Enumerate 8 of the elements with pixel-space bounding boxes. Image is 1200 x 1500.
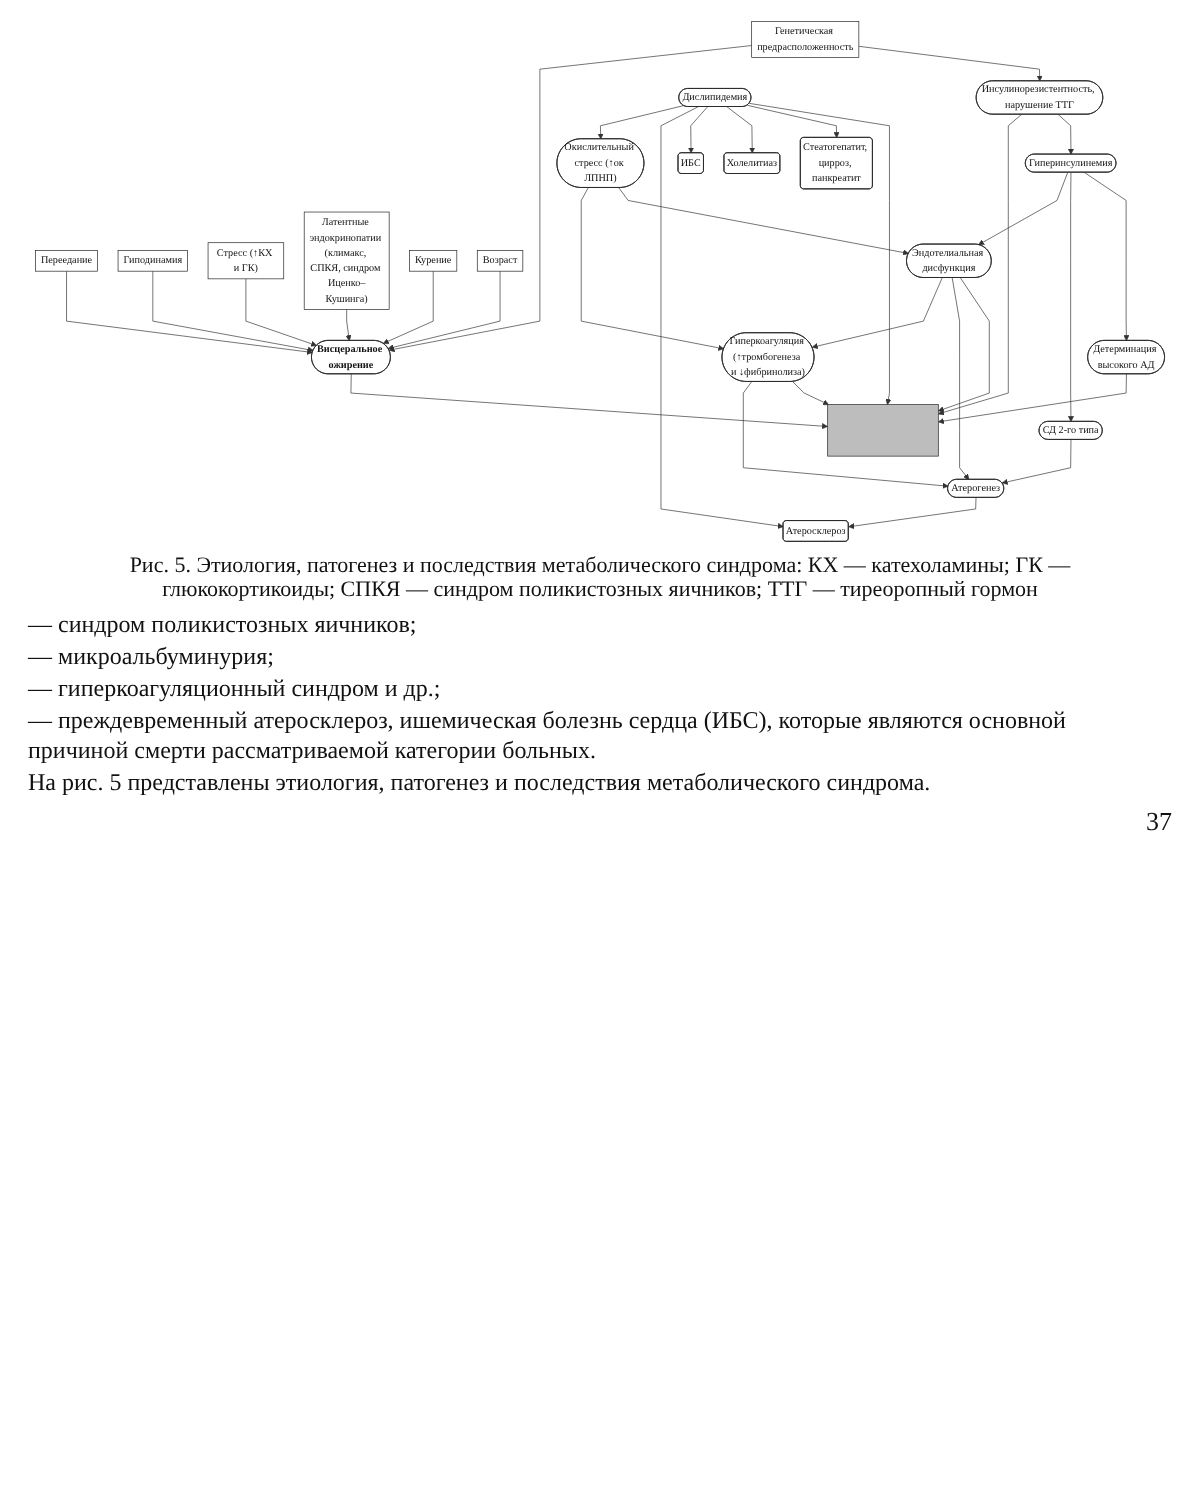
node-box bbox=[827, 404, 939, 457]
body-text: — преждевременный атеросклероз, ишемическая болезнь сердца (ИБС), которые являются основной причиной смерти рассматриваемой категории больных. bbox=[28, 706, 1068, 767]
page-number: 37 bbox=[1144, 806, 1172, 839]
body-text: На рис. 5 представлены этиология, патогенез и последствия метаболического синдрома. bbox=[28, 768, 933, 799]
body-text: — синдром поликистозных яичников; bbox=[28, 610, 419, 641]
figure-caption: Рис. 5. Этиология, патогенез и последствия метаболического синдрома: КХ — катехоламины; ГК — глюкокортикоиды; СПКЯ — синдром поликистозных яичников; ТТГ — тиреоропный гормон bbox=[127, 554, 1073, 603]
body-text: — микроальбуминурия; bbox=[28, 642, 276, 673]
body-text: — гиперкоагуляционный синдром и др.; bbox=[28, 674, 443, 705]
